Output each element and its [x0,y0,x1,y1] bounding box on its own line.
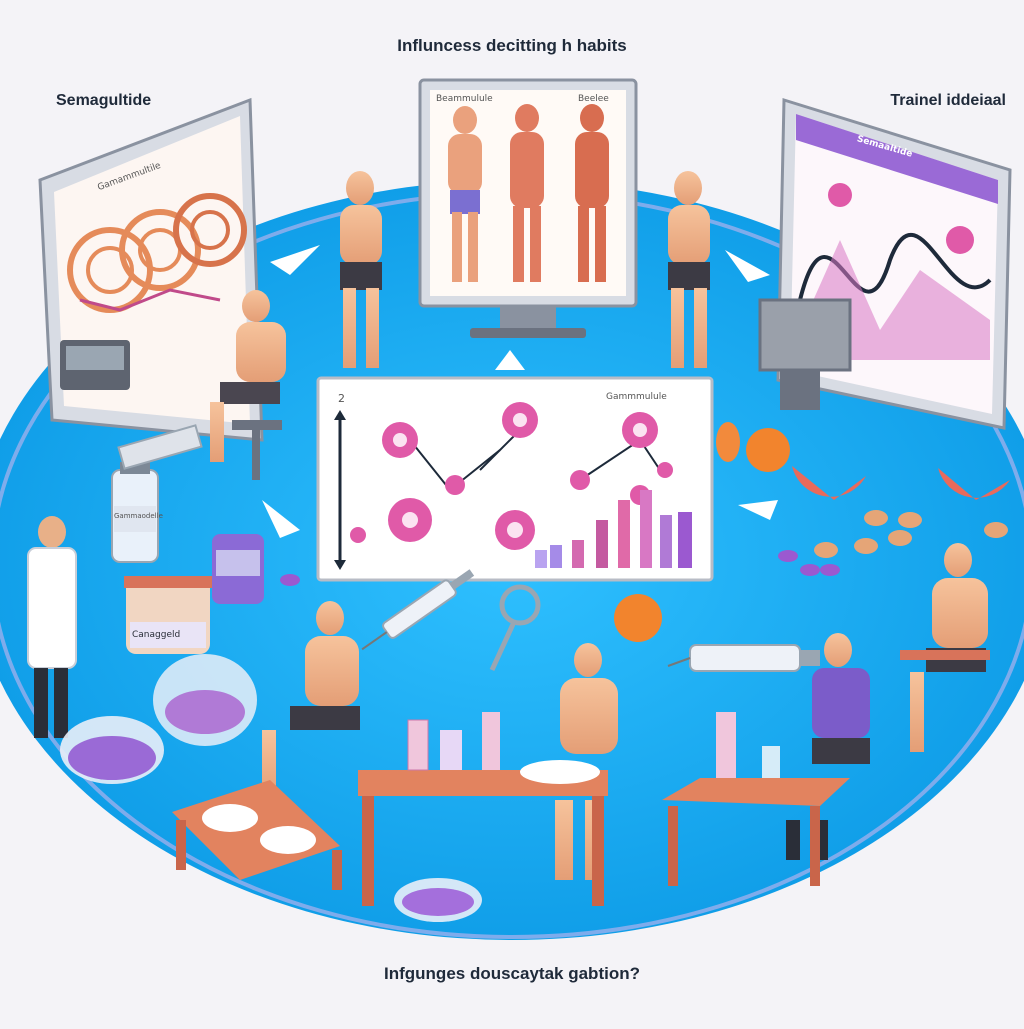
flow-arrows [262,245,778,538]
fruits [614,422,1010,642]
top-screen-caption-right: Beelee [578,94,609,104]
top-monitor [418,78,638,338]
jar-label: Canaggeld [132,630,181,640]
supplement-bottle-1 [111,462,159,563]
seated-man-computer [210,290,286,480]
seated-older-man [786,633,870,860]
left-caption: Semagultide [56,92,152,109]
standing-man-center [340,171,382,368]
left-monitor [38,97,264,442]
doctor [27,516,77,738]
capsule-bowls [60,654,482,922]
center-board-axis-number: 2 [338,392,345,405]
center-whiteboard [316,376,714,582]
standing-man-right [668,171,710,368]
right-caption: Trainel iddeiaal [890,92,1006,109]
supplement-jar-orange [124,576,212,654]
seated-man-right [900,543,990,752]
pills [814,510,1008,558]
seated-man-eating-left [262,601,360,800]
syringe-right [667,644,820,672]
center-board-caption: Gammmulule [606,392,667,402]
top-caption: Influncess decitting h habits [397,36,627,55]
supplement-bottle-2 [212,534,264,604]
bottom-caption: Infgunges douscaytak gabtion? [384,964,640,983]
table-right [662,712,850,886]
table-left [172,780,342,890]
bottle-1-label: Gammaodelle [114,512,163,520]
table-center [358,712,608,906]
magnifier [489,584,541,672]
purple-pills [280,550,840,586]
right-monitor [758,97,1012,430]
keyboard [117,424,203,470]
syringe-center [361,569,475,651]
top-screen-caption-left: Beammulule [436,94,493,104]
